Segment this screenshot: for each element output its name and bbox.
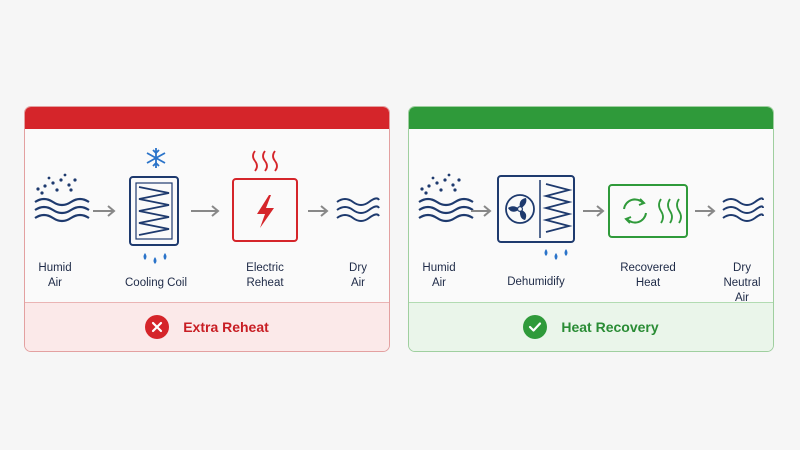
reheat-process-diagram: Humid Air Cooling Coil Electric Reheat D… [25,129,389,304]
step-label: Recovered Heat [620,262,676,289]
humid-air-icon [418,173,474,223]
step-label: Dry Air [349,262,367,289]
panel-header-bar [25,107,389,129]
step-label: Electric Reheat [246,262,284,289]
heat-recovery-icon [608,184,688,238]
flow-arrow [471,205,492,217]
flow-arrow [191,205,220,217]
heat-waves-icon [252,150,278,172]
snowflake-icon [146,148,166,168]
step-label: Dehumidify [507,276,565,288]
x-circle-icon [145,315,170,339]
footer-label: Heat Recovery [561,319,659,335]
reheat-diagram-svg [34,148,380,264]
step-label: Cooling Coil [124,277,188,289]
footer-label: Extra Reheat [183,319,269,335]
check-circle-icon [523,315,548,339]
extra-reheat-panel: Humid Air Cooling Coil Electric Reheat D… [24,106,390,352]
heat-recovery-panel: Humid Air Dehumidify Recovered Heat Dry … [408,106,774,352]
flow-arrow [308,205,329,217]
step-label: Dry Neutral Air [723,262,761,304]
panel-footer: Heat Recovery [409,302,773,351]
step-label: Humid Air [38,262,72,289]
flow-arrow [583,205,605,217]
dehumidifier-icon [497,175,575,260]
recovery-diagram-svg [418,173,764,260]
panel-header-bar [409,107,773,129]
heat-waves-icon [658,198,682,224]
cooling-coil-icon [129,148,179,264]
recycle-arrows-icon [623,198,647,224]
panel-footer: Extra Reheat [25,302,389,351]
electric-reheat-icon [232,150,298,242]
recovery-process-diagram: Humid Air Dehumidify Recovered Heat Dry … [409,129,773,304]
humid-air-icon [34,173,90,223]
lightning-bolt-icon [257,195,274,228]
flow-arrow [695,205,716,217]
flow-arrow [93,205,116,217]
dry-air-icon [336,197,380,222]
fan-icon [505,194,535,224]
dry-air-icon [722,197,764,222]
step-label: Humid Air [422,262,456,289]
